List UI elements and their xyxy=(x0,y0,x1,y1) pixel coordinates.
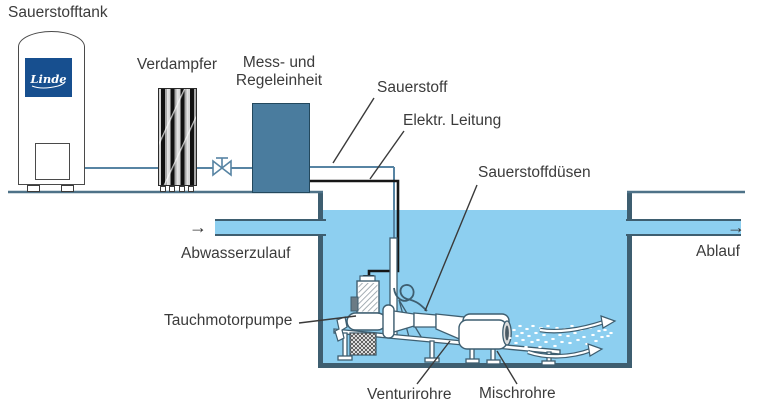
label-oxygen-nozzles: Sauerstoffdüsen xyxy=(478,164,591,181)
label-submersible-pump: Tauchmotorpumpe xyxy=(164,312,293,329)
valve-icon xyxy=(212,157,232,177)
inlet-channel xyxy=(215,219,326,236)
label-oxygen: Sauerstoff xyxy=(377,79,448,96)
evaporator-foot xyxy=(188,186,194,192)
label-electric-line: Elektr. Leitung xyxy=(403,112,502,129)
control-unit xyxy=(252,103,310,193)
inlet-arrow: → xyxy=(189,217,207,237)
evaporator xyxy=(158,88,197,186)
evaporator-foot xyxy=(160,186,166,192)
tank-foot xyxy=(61,185,74,192)
aeration-basin xyxy=(318,191,632,368)
label-wastewater-inlet: Abwasserzulauf xyxy=(181,245,291,262)
tank-door xyxy=(35,143,70,180)
outlet-arrow: → xyxy=(727,217,745,237)
label-oxygen-tank: Sauerstofftank xyxy=(8,4,108,21)
linde-logo-text: Linde xyxy=(29,72,66,86)
evaporator-foot xyxy=(179,186,185,192)
label-outlet: Ablauf xyxy=(696,243,740,260)
outlet-channel xyxy=(626,219,741,236)
label-evaporator: Verdampfer xyxy=(136,56,218,73)
linde-logo: Linde xyxy=(25,58,72,97)
pointer-oxygen xyxy=(332,97,375,164)
evaporator-foot xyxy=(169,186,175,192)
label-control-unit-line1: Mess- und xyxy=(242,54,316,71)
linde-logo-swoosh xyxy=(31,81,66,89)
label-control-unit: Mess- und Regeleinheit xyxy=(222,54,336,90)
water xyxy=(323,210,627,363)
label-mixing-tubes: Mischrohre xyxy=(479,385,556,402)
pointer-electric-line xyxy=(369,130,405,180)
tank-foot xyxy=(27,185,40,192)
label-venturi-tubes: Venturirohre xyxy=(367,386,452,403)
label-control-unit-line2: Regeleinheit xyxy=(235,72,323,89)
